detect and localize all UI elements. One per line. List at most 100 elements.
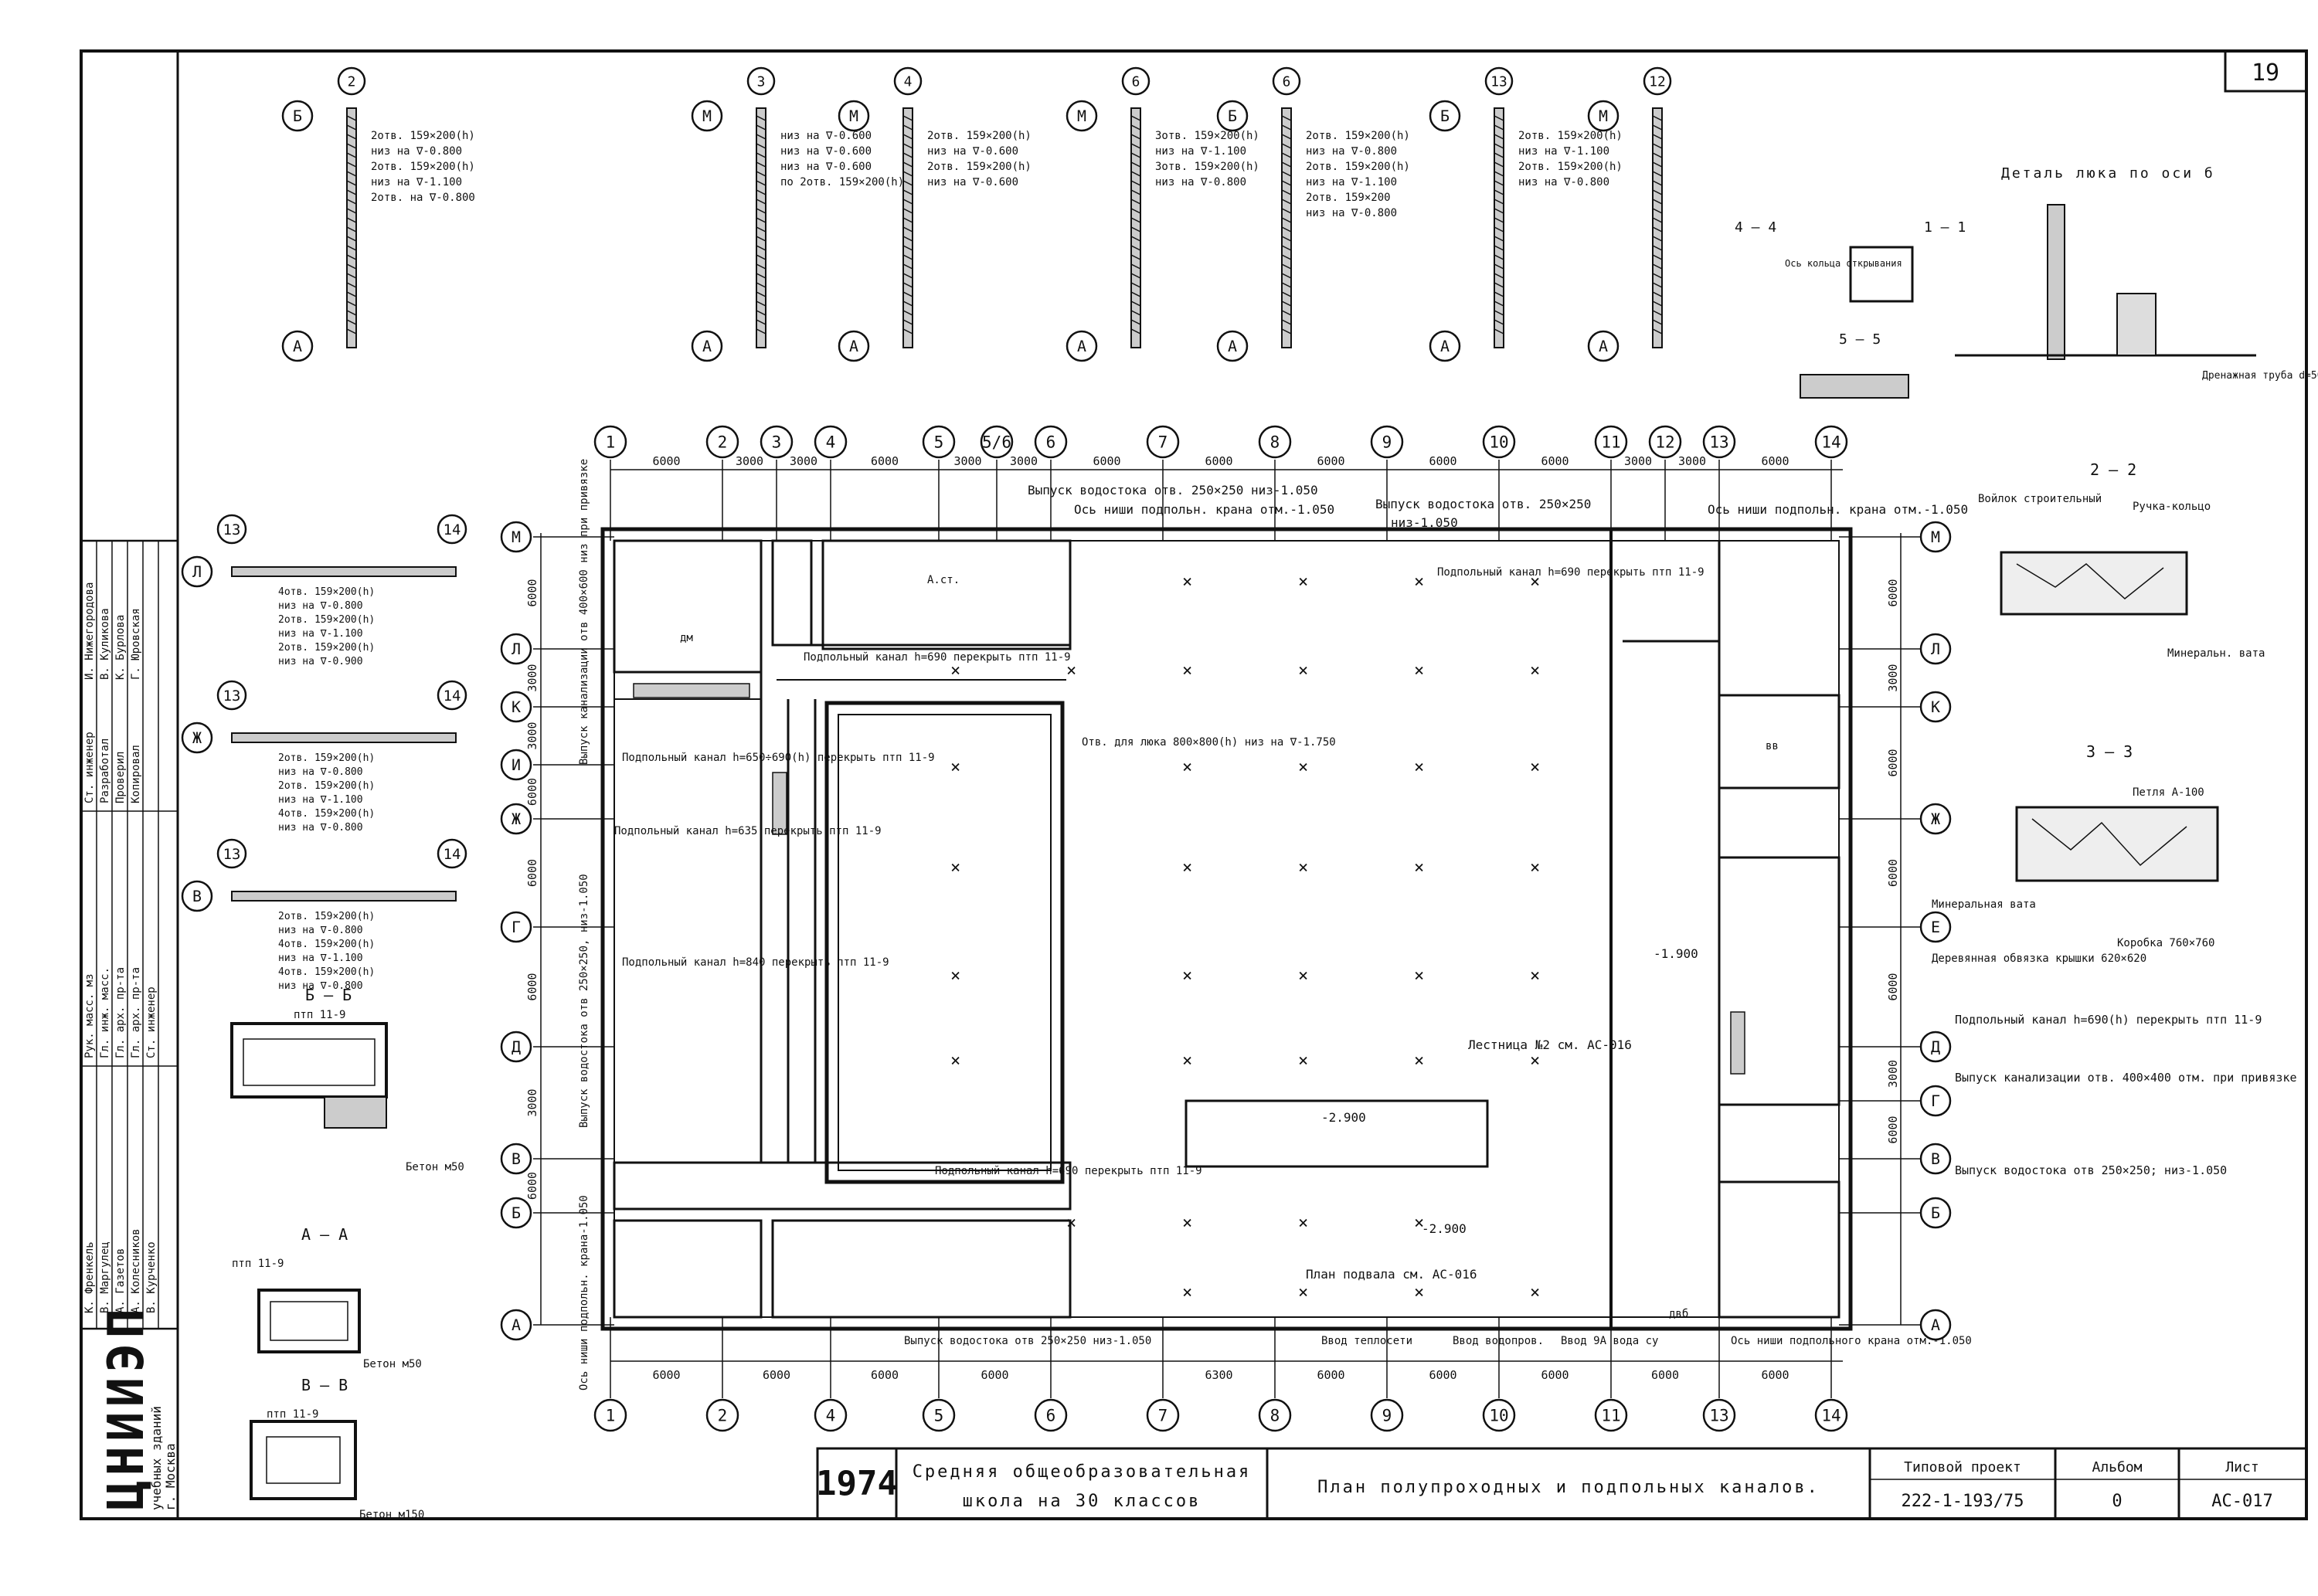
axis-bottom-14: 14 (1814, 1398, 1848, 1432)
svg-text:М: М (702, 107, 712, 125)
side-elev-note: 4отв. 159×200(h) (278, 966, 375, 978)
svg-text:А: А (1931, 1316, 1940, 1334)
dim-bottom: 6000 (1429, 1368, 1456, 1382)
elevation-axis-12: 12 (1643, 66, 1672, 96)
axis-top-5: 5 (922, 425, 956, 459)
svg-text:6: 6 (1046, 433, 1056, 452)
hatch-detail: Деталь люка по оси б 1 – 1 Дренажная тру… (1924, 165, 2318, 382)
label-vv: вв (1766, 740, 1779, 752)
axis-bottom-13: 13 (1702, 1398, 1736, 1432)
svg-text:К: К (1931, 698, 1940, 716)
svg-text:М: М (849, 107, 858, 125)
svg-text:1: 1 (606, 433, 616, 452)
sheet-number-box (2224, 49, 2308, 93)
elevation-note: низ на ∇-0.800 (1306, 207, 1397, 219)
svg-text:6: 6 (1283, 73, 1291, 90)
svg-text:×: × (1182, 1283, 1192, 1302)
svg-text:Л: Л (512, 640, 521, 658)
svg-text:5/6: 5/6 (982, 433, 1011, 452)
axis-right-Е: Е (1919, 911, 1952, 943)
elevation-note: низ на ∇-0.800 (1518, 176, 1609, 188)
album-value: 0 (2112, 1492, 2122, 1511)
svg-text:М: М (512, 528, 521, 546)
svg-text:×: × (1414, 858, 1424, 878)
label-niche-left: Ось ниши подпольн. крана-1.050 (578, 1195, 590, 1391)
label-niche-top2: Ось ниши подпольн. крана отм.-1.050 (1708, 502, 1968, 517)
svg-text:×: × (1182, 1214, 1192, 1233)
svg-text:2: 2 (718, 1407, 728, 1425)
section-bb-beton: Бетон м50 (406, 1161, 464, 1173)
axis-left-Ж: Ж (500, 803, 532, 835)
dim-right: 6000 (1886, 973, 1900, 1000)
section-22: 2 – 2 Войлок строительный Ручка-кольцо М… (1978, 460, 2265, 660)
elevation-top-М: М (1066, 100, 1098, 132)
section-bb: Б – Б птп 11-9 Бетон м50 (230, 986, 464, 1173)
axis-left-Б: Б (500, 1197, 532, 1229)
stamp-role-3: Гл. арх. пр-та (114, 967, 127, 1058)
stamp-name-2: В. Маргулец (99, 1241, 111, 1313)
elevation-note: низ на ∇-0.600 (927, 145, 1018, 158)
section-vv-ptp: птп 11-9 (267, 1408, 318, 1421)
dim-top: 3000 (790, 454, 817, 468)
section-44-ring: Ось кольца открывания (1785, 258, 1902, 269)
dim-right: 6000 (1886, 579, 1900, 606)
section-33-mineral: Минеральная вата (1932, 898, 2036, 911)
label-canal1: Подпольный канал h=690 перекрыть птп 11-… (804, 651, 1071, 664)
section-22-mineral: Минеральн. вата (2167, 647, 2265, 660)
side-elev-note: низ на ∇-1.100 (278, 628, 363, 640)
svg-text:×: × (1298, 858, 1308, 878)
side-elev-13: 13 (216, 680, 247, 711)
stamp2-name-1: И. Нижегородова (83, 582, 96, 680)
svg-text:М: М (1077, 107, 1086, 125)
svg-text:×: × (1414, 1283, 1424, 1302)
svg-text:×: × (950, 966, 960, 986)
dim-top: 6000 (1761, 454, 1789, 468)
svg-text:14: 14 (444, 846, 461, 863)
svg-text:В: В (192, 887, 202, 905)
side-elev-note: низ на ∇-0.800 (278, 822, 363, 834)
side-elev-note: низ на ∇-0.800 (278, 766, 363, 778)
section-44-title: 4 – 4 (1735, 219, 1776, 236)
label-outlet-bot: Выпуск водостока отв 250×250 низ-1.050 (904, 1335, 1151, 1347)
axis-top-8: 8 (1258, 425, 1292, 459)
elevation-note: низ на ∇-0.600 (780, 145, 872, 158)
elevation-note: низ на ∇-0.800 (1306, 145, 1397, 158)
svg-text:А: А (1077, 337, 1086, 355)
dim-right: 3000 (1886, 1060, 1900, 1088)
svg-text:13: 13 (1490, 73, 1507, 90)
side-elev-13: 13 (216, 838, 247, 869)
axis-top-6: 6 (1034, 425, 1068, 459)
sheet-number: 19 (2252, 59, 2279, 87)
svg-text:5: 5 (934, 433, 944, 452)
axis-left-М: М (500, 521, 532, 553)
svg-text:Д: Д (1931, 1037, 1940, 1056)
svg-text:3: 3 (772, 433, 782, 452)
svg-text:Б: Б (1228, 107, 1237, 125)
elevation-axis-13: 13 (1484, 66, 1514, 96)
svg-text:×: × (1182, 858, 1192, 878)
axis-bottom-11: 11 (1594, 1398, 1628, 1432)
svg-text:10: 10 (1489, 1407, 1508, 1425)
dim-top: 3000 (953, 454, 981, 468)
svg-text:Б: Б (1440, 107, 1450, 125)
svg-text:А: А (1440, 337, 1450, 355)
svg-text:А: А (293, 337, 302, 355)
svg-text:×: × (1530, 758, 1540, 777)
svg-text:×: × (950, 1051, 960, 1071)
svg-text:Е: Е (1931, 918, 1940, 936)
label-outlet-top1: Выпуск водостока отв. 250×250 низ-1.050 (1028, 483, 1318, 497)
label-canal-right: Подпольный канал h=690 перекрыть птп 11-… (1437, 566, 1705, 579)
axis-right-К: К (1919, 691, 1952, 723)
elevation-note: низ на ∇-0.600 (927, 176, 1018, 188)
side-elev-note: 2отв. 159×200(h) (278, 780, 375, 792)
dim-left: 6000 (525, 778, 539, 806)
svg-text:Ж: Ж (192, 728, 202, 747)
dim-bottom: 6000 (652, 1368, 680, 1382)
project-label: Типовой проект (1904, 1459, 2021, 1475)
